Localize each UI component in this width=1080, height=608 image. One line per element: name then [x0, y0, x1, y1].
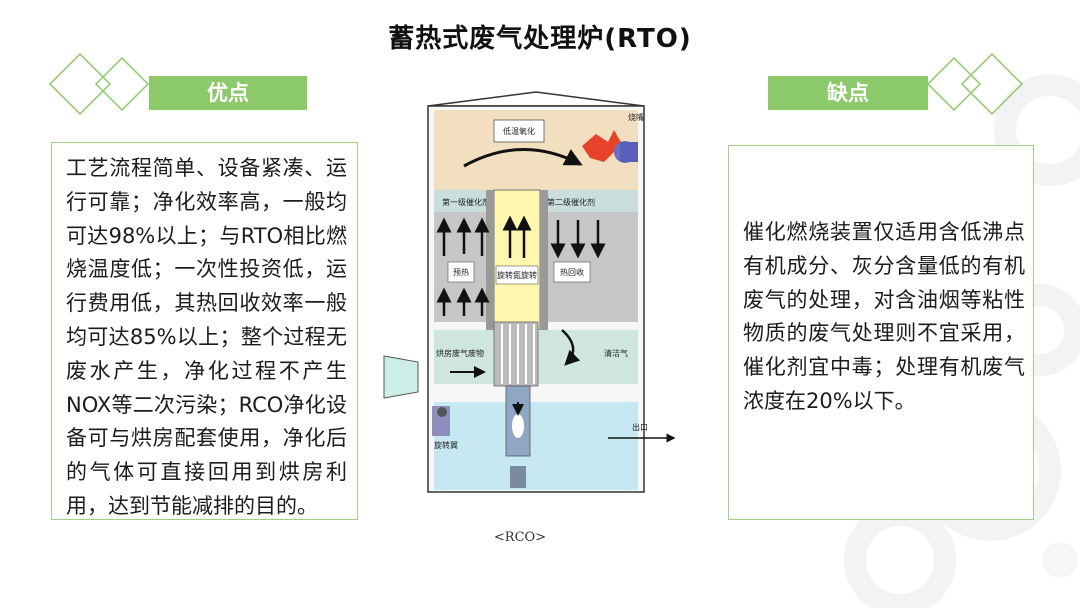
second-stage-catalyst-label: 第二级催化剂	[547, 197, 595, 207]
rco-diagram: 低温氧化 烧嘴 第一级催化剂 第二级催化剂 预热 旋转氮旋转 热回收	[383, 91, 676, 493]
preheat-label: 预热	[453, 267, 469, 277]
center-column	[493, 189, 541, 331]
inlet-label: 烘房废气废物	[436, 348, 484, 358]
disadvantages-label: 缺点	[768, 76, 928, 110]
rotating-distributor-box	[495, 265, 539, 285]
left-divider	[486, 190, 494, 330]
heat-recovery-box	[553, 261, 591, 283]
furnace-roof	[427, 91, 645, 107]
advantages-label: 优点	[149, 76, 307, 110]
clean-air-label: 清洁气	[604, 348, 628, 358]
diagram-caption: <RCO>	[493, 530, 547, 545]
lower-chamber	[434, 402, 638, 490]
disadvantages-text: 催化燃烧装置仅适用含低沸点有机成分、灰分含量低的有机废气的处理，对含油烟等粘性物…	[743, 220, 1025, 413]
burner-label: 烧嘴	[628, 112, 644, 122]
shaft-window	[512, 414, 524, 438]
drive-motor	[510, 466, 526, 488]
inlet-duct	[383, 355, 419, 399]
rotating-distributor-label: 旋转氮旋转	[497, 270, 537, 280]
rotary-valve-label: 旋转翼	[434, 440, 458, 450]
heat-recovery-label: 热回收	[560, 267, 584, 277]
disadvantages-box: 催化燃烧装置仅适用含低沸点有机成分、灰分含量低的有机废气的处理，对含油烟等粘性物…	[728, 145, 1034, 520]
page-title: 蓄热式废气处理炉(RTO)	[388, 24, 692, 54]
first-stage-catalyst-label: 第一级催化剂	[442, 197, 490, 207]
outflow-arrow	[561, 329, 581, 366]
rotary-valve-knob	[437, 407, 447, 417]
low-temp-oxidation-box	[493, 119, 545, 143]
low-temp-oxidation-label: 低温氧化	[503, 126, 535, 136]
diamond-decoration-left	[48, 52, 150, 116]
burner-flame	[582, 130, 622, 162]
rotating-distributor-drum	[493, 321, 539, 387]
outlet-label: 出口	[632, 422, 648, 432]
right-divider	[540, 190, 548, 330]
advantages-box: 工艺流程简单、设备紧凑、运行可靠；净化效率高，一般均可达98%以上；与RTO相比…	[51, 142, 358, 520]
diamond-decoration-right	[926, 52, 1024, 116]
burner-body	[620, 142, 638, 162]
preheat-box	[447, 261, 475, 283]
flow-arrow-top	[463, 148, 583, 168]
advantages-text: 工艺流程简单、设备紧凑、运行可靠；净化效率高，一般均可达98%以上；与RTO相比…	[66, 156, 347, 518]
bed-flow-arrows	[436, 215, 606, 316]
